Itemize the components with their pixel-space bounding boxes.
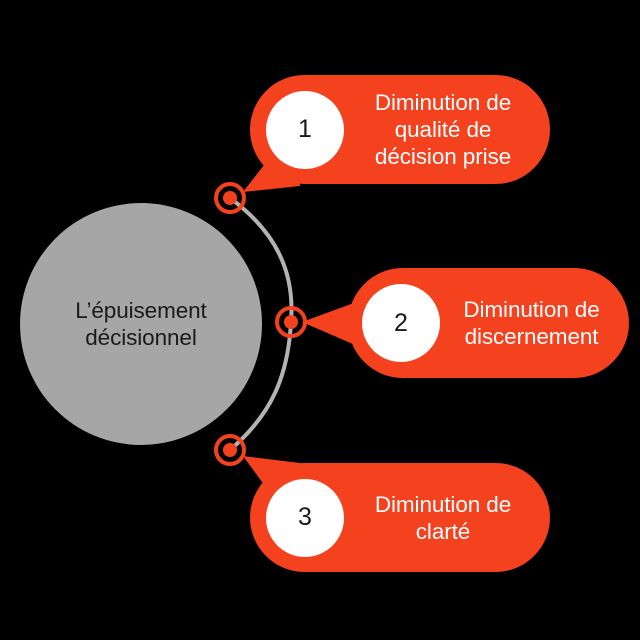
callout-2-text: Diminution de discernement — [440, 296, 623, 350]
callout-bubble-1[interactable]: 1 Diminution de qualité de décision pris… — [250, 75, 550, 184]
callout-1-text-line-3: décision prise — [374, 144, 512, 169]
callout-3-text-line-2: clarté — [415, 518, 471, 544]
callout-bubble-3[interactable]: 3 Diminution de clarté — [250, 463, 550, 572]
callout-1-text-line-2: qualité de — [394, 117, 492, 142]
callout-bubble-2[interactable]: 2 Diminution de discernement — [348, 268, 629, 378]
callout-2-tail — [302, 300, 362, 348]
callout-3-text-line-1: Diminution de — [374, 491, 512, 517]
connector-marker-1[interactable] — [214, 182, 246, 214]
connector-marker-2[interactable] — [275, 306, 307, 338]
callout-1-text-line-1: Diminution de — [374, 90, 512, 115]
callout-3-number-badge: 3 — [266, 478, 344, 557]
central-hub[interactable]: L’épuisement décisionnel — [20, 203, 262, 445]
callout-2-number-badge: 2 — [362, 284, 440, 362]
callout-3-text: Diminution de clarté — [344, 491, 542, 545]
central-hub-label-line-2: décisionnel — [85, 325, 197, 350]
callout-1-text: Diminution de qualité de décision prise — [344, 89, 542, 170]
callout-1-number-badge: 1 — [266, 90, 344, 169]
callout-2-text-line-2: discernement — [464, 324, 599, 349]
central-hub-label-line-1: L’épuisement — [75, 297, 207, 323]
connector-marker-3[interactable] — [214, 434, 246, 466]
central-hub-label: L’épuisement décisionnel — [34, 297, 249, 352]
callout-2-text-line-1: Diminution de — [463, 297, 600, 322]
